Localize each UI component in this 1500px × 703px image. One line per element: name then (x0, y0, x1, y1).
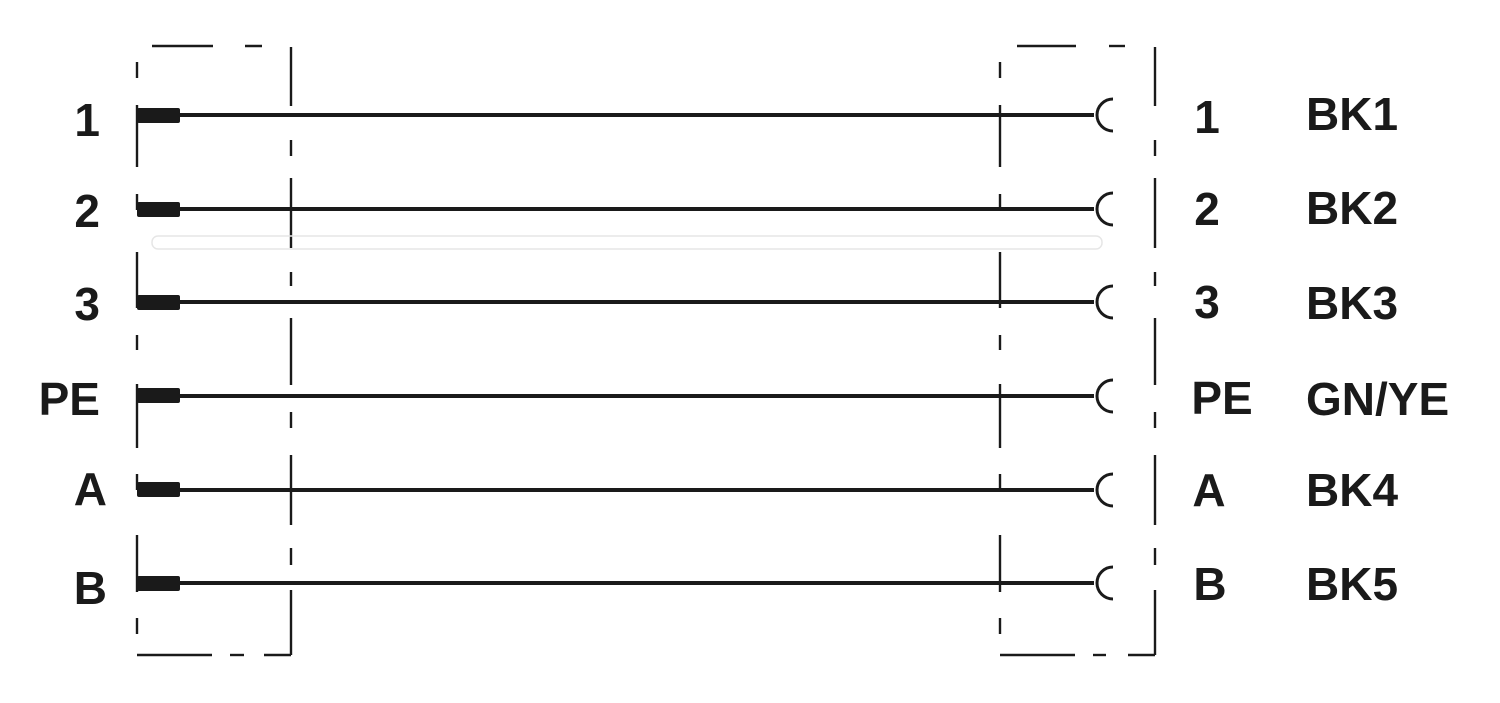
right-pin-label: 2 (1194, 183, 1220, 235)
female-socket-icon (1095, 378, 1114, 414)
female-socket-icon (1095, 472, 1114, 508)
connection-row: 1 1 BK1 (74, 88, 1398, 146)
wire-color-label: BK4 (1306, 464, 1398, 516)
male-pin-icon (137, 295, 180, 310)
left-pin-label: PE (39, 373, 100, 425)
female-socket-icon (1095, 97, 1114, 133)
left-pin-label: 1 (74, 94, 100, 146)
left-pin-label: A (74, 463, 107, 515)
connection-row: PE PE GN/YE (39, 372, 1450, 425)
cable-sheath-outline (151, 235, 1103, 250)
male-pin-icon (137, 576, 180, 591)
wire-color-label: BK5 (1306, 558, 1398, 610)
right-pin-label: 3 (1194, 276, 1220, 328)
left-connector-frame (135, 44, 293, 657)
connection-row: B B BK5 (74, 558, 1398, 614)
male-pin-icon (137, 388, 180, 403)
right-pin-label: A (1192, 464, 1225, 516)
connection-row: 3 3 BK3 (74, 276, 1398, 330)
wire-color-label: BK2 (1306, 182, 1398, 234)
left-pin-label: B (74, 562, 107, 614)
male-pin-icon (137, 202, 180, 217)
connection-row: A A BK4 (74, 463, 1399, 516)
male-pin-icon (137, 482, 180, 497)
female-socket-icon (1095, 284, 1114, 320)
wire-color-label: GN/YE (1306, 373, 1449, 425)
right-pin-label: B (1193, 558, 1226, 610)
right-pin-label: PE (1191, 372, 1252, 424)
wire-color-label: BK1 (1306, 88, 1398, 140)
male-pin-icon (137, 108, 180, 123)
left-pin-label: 3 (74, 278, 100, 330)
right-connector-frame (998, 44, 1157, 657)
connection-row: 2 2 BK2 (74, 182, 1398, 237)
female-socket-icon (1095, 191, 1114, 227)
left-pin-label: 2 (74, 185, 100, 237)
right-pin-label: 1 (1194, 91, 1220, 143)
female-socket-icon (1095, 565, 1114, 601)
wire-color-label: BK3 (1306, 277, 1398, 329)
